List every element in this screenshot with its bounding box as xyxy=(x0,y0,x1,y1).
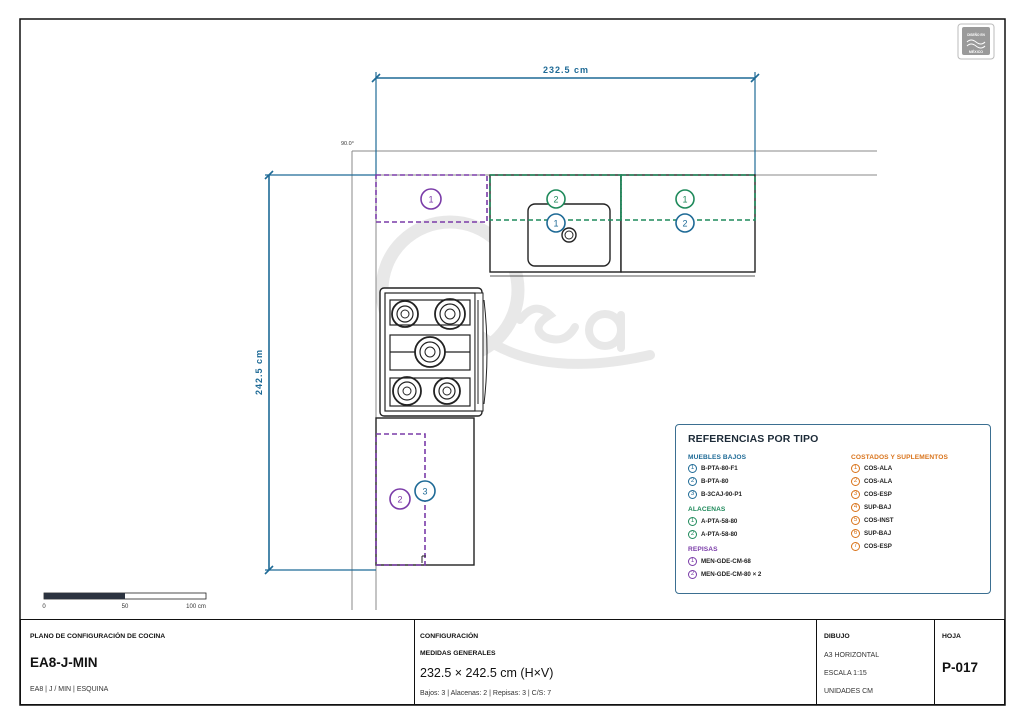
base-marker-2-num: 2 xyxy=(682,219,687,229)
legend-item-num: 7 xyxy=(851,542,860,551)
legend-item: 2 B-PTA-80 xyxy=(688,477,728,486)
legend-item-num: 4 xyxy=(851,503,860,512)
diseno-mexico-badge: DISEÑO EN MÉXICO xyxy=(957,23,995,60)
scale-label-50: 50 xyxy=(122,604,129,610)
legend-title: REFERENCIAS POR TIPO xyxy=(688,433,819,445)
dibujo-label: DIBUJO xyxy=(824,633,850,640)
corner-angle-label: 90.0° xyxy=(341,141,354,147)
legend-group-muebles-bajos: MUEBLES BAJOS xyxy=(688,454,747,461)
legend-item: 2 COS-ALA xyxy=(851,477,892,486)
legend-item-num: 1 xyxy=(688,557,697,566)
legend-item: 7 COS-ESP xyxy=(851,542,892,551)
legend-item-code: SUP-BAJ xyxy=(864,504,892,511)
legend-item-num: 2 xyxy=(688,570,697,579)
upper-marker-1-num: 1 xyxy=(682,195,687,205)
stove-range xyxy=(379,287,488,417)
legend-item-code: A-PTA-58-80 xyxy=(701,518,738,525)
base-marker-1 xyxy=(546,213,566,233)
model-name: EA8-J-MIN xyxy=(30,655,98,670)
width-dimension xyxy=(371,72,760,175)
legend-item: 4 SUP-BAJ xyxy=(851,503,891,512)
base-marker-3-num: 3 xyxy=(422,487,427,497)
legend-item-num: 1 xyxy=(688,517,697,526)
base-marker-3 xyxy=(414,480,436,502)
title-cell-config: CONFIGURACIÓN MEDIDAS GENERALES 232.5 × … xyxy=(415,620,817,704)
legend-item-code: B-3CAJ-90-P1 xyxy=(701,491,742,498)
escala-value: ESCALA 1:15 xyxy=(824,670,867,677)
config-label: CONFIGURACIÓN xyxy=(420,633,479,640)
legend-item: 1 COS-ALA xyxy=(851,464,892,473)
height-dimension xyxy=(264,170,376,575)
format-value: A3 HORIZONTAL xyxy=(824,652,880,659)
sink-drain xyxy=(561,227,577,243)
legend-group-alacenas: ALACENAS xyxy=(688,506,726,513)
legend-item: 3 COS-ESP xyxy=(851,490,892,499)
title-cell-plan: PLANO DE CONFIGURACIÓN DE COCINA EA8-J-M… xyxy=(21,620,415,704)
upper-marker-2-num: 2 xyxy=(553,195,558,205)
legend-item-code: COS-INST xyxy=(864,517,894,524)
legend-item: 6 SUP-BAJ xyxy=(851,529,891,538)
width-dimension-label: 232.5 cm xyxy=(543,65,589,75)
legend-item: 2 A-PTA-58-80 xyxy=(688,530,737,539)
legend-item-code: COS-ALA xyxy=(864,478,893,485)
medidas-value: 232.5 × 242.5 cm (H×V) xyxy=(420,666,554,680)
badge-text-bottom: MÉXICO xyxy=(969,49,983,54)
legend-item-code: B-PTA-80-F1 xyxy=(701,465,738,472)
legend-item: 1 MEN-GDE-CM-68 xyxy=(688,557,751,566)
legend-item-code: MEN-GDE-CM-80 × 2 xyxy=(701,571,762,578)
base-marker-1-num: 1 xyxy=(553,219,558,229)
scale-label-100: 100 cm xyxy=(186,604,206,610)
shelf-2-marker xyxy=(389,488,411,510)
legend-item: 1 A-PTA-58-80 xyxy=(688,517,737,526)
legend-item-code: MEN-GDE-CM-68 xyxy=(701,558,751,565)
title-cell-dibujo: DIBUJO A3 HORIZONTAL ESCALA 1:15 UNIDADE… xyxy=(817,620,935,704)
legend-item-code: COS-ALA xyxy=(864,465,893,472)
hoja-label: HOJA xyxy=(942,633,961,640)
title-cell-hoja: HOJA P-017 xyxy=(935,620,1005,704)
unidades-value: UNIDADES CM xyxy=(824,688,874,695)
legend-item: 3 B-3CAJ-90-P1 xyxy=(688,490,742,499)
legend-item-num: 5 xyxy=(851,516,860,525)
legend-item: 2 MEN-GDE-CM-80 × 2 xyxy=(688,570,761,579)
hoja-value: P-017 xyxy=(942,660,979,675)
upper-cabinet-1-outline xyxy=(620,174,756,221)
legend-item-num: 2 xyxy=(688,530,697,539)
shelf-1-marker xyxy=(420,188,442,210)
legend-item-num: 2 xyxy=(688,477,697,486)
badge-text-top: DISEÑO EN xyxy=(967,32,985,37)
title-block: PLANO DE CONFIGURACIÓN DE COCINA EA8-J-M… xyxy=(20,619,1005,705)
legend-item-code: COS-ESP xyxy=(864,543,892,550)
height-dimension-label: 242.5 cm xyxy=(254,349,264,395)
legend-item-num: 3 xyxy=(688,490,697,499)
legend-item-num: 1 xyxy=(851,464,860,473)
upper-marker-1 xyxy=(675,189,695,209)
legend-item-num: 2 xyxy=(851,477,860,486)
shelf-2-marker-num: 2 xyxy=(397,495,402,505)
base-marker-2 xyxy=(675,213,695,233)
medidas-label: MEDIDAS GENERALES xyxy=(420,650,496,657)
upper-marker-2 xyxy=(546,189,566,209)
legend-group-repisas: REPISAS xyxy=(688,546,718,553)
legend-item-num: 3 xyxy=(851,490,860,499)
legend-item-code: A-PTA-58-80 xyxy=(701,531,738,538)
legend-group-costados: COSTADOS Y SUPLEMENTOS xyxy=(851,454,948,461)
counts-summary: Bajos: 3 | Alacenas: 2 | Repisas: 3 | C/… xyxy=(420,690,552,697)
legend-item: 1 B-PTA-80-F1 xyxy=(688,464,738,473)
shelf-1-marker-num: 1 xyxy=(428,195,433,205)
legend-item-code: COS-ESP xyxy=(864,491,892,498)
model-subtitle: EA8 | J / MIN | ESQUINA xyxy=(30,686,109,693)
legend-item-num: 6 xyxy=(851,529,860,538)
plan-label: PLANO DE CONFIGURACIÓN DE COCINA xyxy=(30,633,166,640)
sheet-frame xyxy=(19,18,1006,706)
legend-item-num: 1 xyxy=(688,464,697,473)
scale-bar xyxy=(43,592,207,600)
legend-item-code: SUP-BAJ xyxy=(864,530,892,537)
legend-item: 5 COS-INST xyxy=(851,516,894,525)
shelf-1-outline xyxy=(375,174,488,223)
scale-label-0: 0 xyxy=(42,604,46,610)
legend-item-code: B-PTA-80 xyxy=(701,478,729,485)
